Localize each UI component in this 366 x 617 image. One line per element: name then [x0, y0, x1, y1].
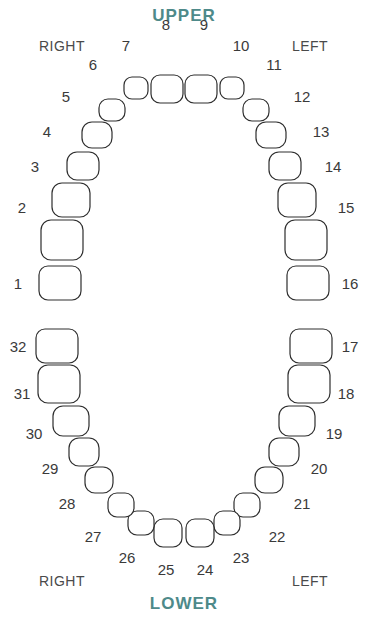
tooth-number: 10 [233, 38, 250, 53]
tooth-number: 31 [14, 386, 31, 401]
tooth-number: 17 [342, 339, 359, 354]
side-label: RIGHT [39, 39, 85, 53]
tooth-outline [278, 183, 316, 217]
tooth-number: 2 [18, 200, 26, 215]
tooth-outline [186, 519, 214, 547]
tooth-outline [69, 438, 99, 466]
tooth-number: 22 [269, 529, 286, 544]
tooth-number: 15 [338, 200, 355, 215]
tooth-outline [185, 75, 217, 103]
tooth-number: 3 [31, 159, 39, 174]
tooth-outline [151, 75, 183, 103]
tooth-outline [243, 99, 269, 121]
tooth-number: 5 [62, 89, 70, 104]
jaw-heading: LOWER [150, 595, 218, 612]
tooth-number: 25 [158, 562, 175, 577]
tooth-outline [279, 406, 315, 436]
tooth-outline [288, 365, 330, 403]
side-label: LEFT [292, 574, 328, 588]
tooth-outline [85, 467, 113, 493]
tooth-outline [41, 220, 83, 260]
tooth-outline [36, 329, 78, 363]
tooth-number: 21 [294, 496, 311, 511]
tooth-outline [99, 99, 125, 121]
tooth-outline [285, 220, 327, 260]
tooth-outline [214, 511, 240, 535]
tooth-number: 7 [122, 38, 130, 53]
tooth-number: 27 [85, 529, 102, 544]
tooth-number: 24 [197, 562, 214, 577]
tooth-number: 23 [233, 550, 250, 565]
tooth-outline [287, 266, 329, 300]
tooth-outline [154, 519, 182, 547]
side-label: RIGHT [39, 574, 85, 588]
tooth-outline [255, 467, 283, 493]
tooth-outline [38, 365, 80, 403]
tooth-number: 26 [119, 550, 136, 565]
tooth-number: 18 [338, 386, 355, 401]
tooth-outline [53, 406, 89, 436]
side-label: LEFT [292, 39, 328, 53]
tooth-number: 4 [43, 124, 51, 139]
tooth-number: 20 [311, 461, 328, 476]
tooth-outline [124, 77, 148, 99]
tooth-number: 19 [326, 426, 343, 441]
tooth-outline [220, 77, 244, 99]
tooth-number: 1 [14, 276, 22, 291]
tooth-outline [52, 183, 90, 217]
tooth-number: 14 [325, 159, 342, 174]
tooth-number: 8 [162, 17, 170, 32]
tooth-number: 13 [313, 124, 330, 139]
tooth-outline [269, 152, 301, 180]
tooth-number: 30 [26, 426, 43, 441]
tooth-number: 32 [10, 339, 27, 354]
tooth-number: 29 [42, 461, 59, 476]
tooth-number: 16 [342, 276, 359, 291]
tooth-outline [256, 122, 286, 148]
tooth-number: 12 [294, 89, 311, 104]
tooth-number: 28 [59, 496, 76, 511]
tooth-number: 9 [200, 17, 208, 32]
tooth-outline [108, 493, 134, 517]
tooth-number: 11 [266, 57, 282, 72]
tooth-outline [269, 438, 299, 466]
tooth-outline [290, 329, 332, 363]
tooth-outline [67, 152, 99, 180]
tooth-number: 6 [89, 57, 97, 72]
tooth-outline [39, 266, 81, 300]
tooth-outline [82, 122, 112, 148]
